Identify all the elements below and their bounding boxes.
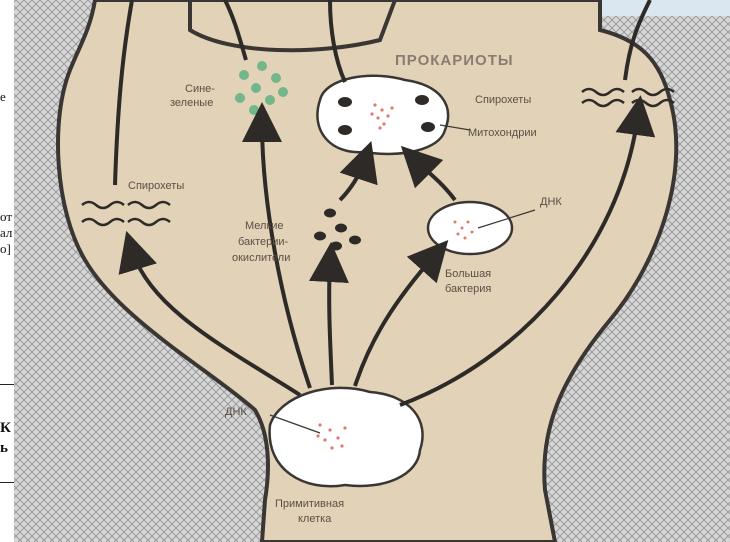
label-spirochetes-left: Спирохеты <box>128 180 184 192</box>
label-cyanobacteria-line2: зеленые <box>170 97 213 109</box>
label-large-bacterium-line2: бактерия <box>445 283 491 295</box>
label-dna-large: ДНК <box>540 196 562 208</box>
label-small-bacteria-line3: окислители <box>232 252 290 264</box>
label-small-bacteria-line2: бактерии- <box>238 236 289 248</box>
divider <box>0 384 14 385</box>
cropped-text: е <box>0 90 14 103</box>
divider <box>0 482 14 483</box>
mitochondrion <box>421 122 435 132</box>
cropped-text: о] <box>0 242 14 255</box>
cropped-text: от <box>0 210 14 223</box>
label-large-bacterium-line1: Большая <box>445 268 491 280</box>
label-primitive-cell-line2: клетка <box>298 513 332 525</box>
primitive-cell <box>270 388 423 486</box>
label-prokaryotes: ПРОКАРИОТЫ <box>395 52 514 69</box>
large-bacterium <box>428 202 512 254</box>
eukaryote-cell <box>317 76 448 154</box>
cropped-text: ал <box>0 226 14 239</box>
mitochondrion <box>415 95 429 105</box>
mitochondrion <box>338 125 352 135</box>
label-cyanobacteria-line1: Сине- <box>185 83 215 95</box>
label-dna-primitive: ДНК <box>225 406 247 418</box>
label-primitive-cell-line1: Примитивная <box>275 498 344 510</box>
left-page-strip <box>0 0 14 542</box>
label-mitochondria: Митохондрии <box>468 127 537 139</box>
cropped-heading: К <box>0 420 14 436</box>
mitochondrion <box>338 97 352 107</box>
label-small-bacteria-line1: Мелкие <box>245 220 284 232</box>
label-spirochetes-top: Спирохеты <box>475 94 531 106</box>
top-lobe <box>190 0 395 50</box>
cropped-heading: ь <box>0 440 14 456</box>
